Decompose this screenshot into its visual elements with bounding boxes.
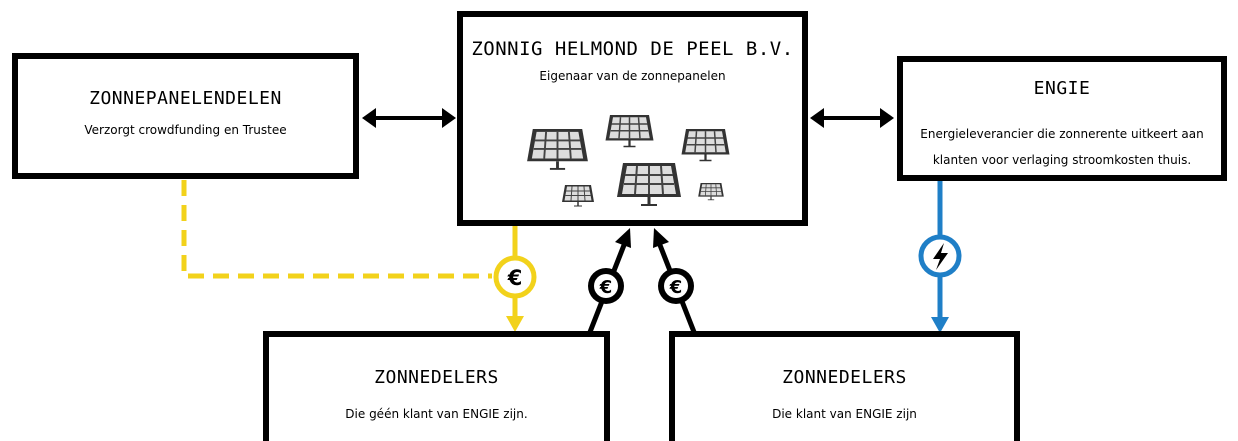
node-subtitle: Verzorgt crowdfunding en Trustee [84, 123, 287, 137]
node-engie: ENGIE Energieleverancier die zonnerente … [897, 56, 1227, 181]
node-title: ENGIE [1033, 78, 1091, 99]
node-zonnedelers-klant: ZONNEDELERS Die klant van ENGIE zijn [669, 331, 1020, 441]
node-subtitle-line2: klanten voor verlaging stroomkosten thui… [932, 153, 1192, 167]
solar-panel-icon [604, 113, 655, 148]
euro-icon: € [507, 266, 523, 290]
node-subtitle: Die géén klant van ENGIE zijn. [345, 407, 528, 421]
node-title: ZONNEDELERS [374, 367, 499, 388]
solar-panel-icon [697, 182, 725, 201]
euro-icon: € [599, 277, 613, 298]
yellow-dashed-connector [181, 180, 492, 279]
solar-panel-icon [680, 127, 731, 162]
arrow-zpd-zonnig [362, 108, 456, 128]
solar-panel-icon [615, 161, 683, 207]
euro-badge-black-left: € [588, 268, 624, 304]
solar-panel-icon [561, 184, 595, 207]
euro-badge-black-right: € [658, 268, 694, 304]
lightning-bolt-icon [933, 243, 948, 270]
node-subtitle: Eigenaar van de zonnepanelen [539, 69, 726, 83]
node-title: ZONNIG HELMOND DE PEEL B.V. [471, 38, 794, 60]
node-title: ZONNEPANELENDELEN [89, 88, 282, 109]
euro-icon: € [669, 277, 683, 298]
node-zonnepanelendelen: ZONNEPANELENDELEN Verzorgt crowdfunding … [12, 53, 359, 179]
solar-panel-icon [525, 127, 590, 171]
connectors: € € € [181, 108, 962, 333]
node-title: ZONNEDELERS [782, 367, 907, 388]
node-subtitle-line1: Energieleverancier die zonnerente uitkee… [920, 127, 1204, 141]
node-subtitle: Die klant van ENGIE zijn [772, 407, 917, 421]
node-zonnig-helmond: ZONNIG HELMOND DE PEEL B.V. Eigenaar van… [457, 11, 808, 226]
arrow-zonnig-engie [810, 108, 894, 128]
node-zonnedelers-geen-klant: ZONNEDELERS Die géén klant van ENGIE zij… [263, 331, 610, 441]
euro-badge-yellow: € [493, 255, 537, 299]
lightning-badge [918, 234, 962, 278]
solar-panels-illustration [525, 113, 731, 207]
